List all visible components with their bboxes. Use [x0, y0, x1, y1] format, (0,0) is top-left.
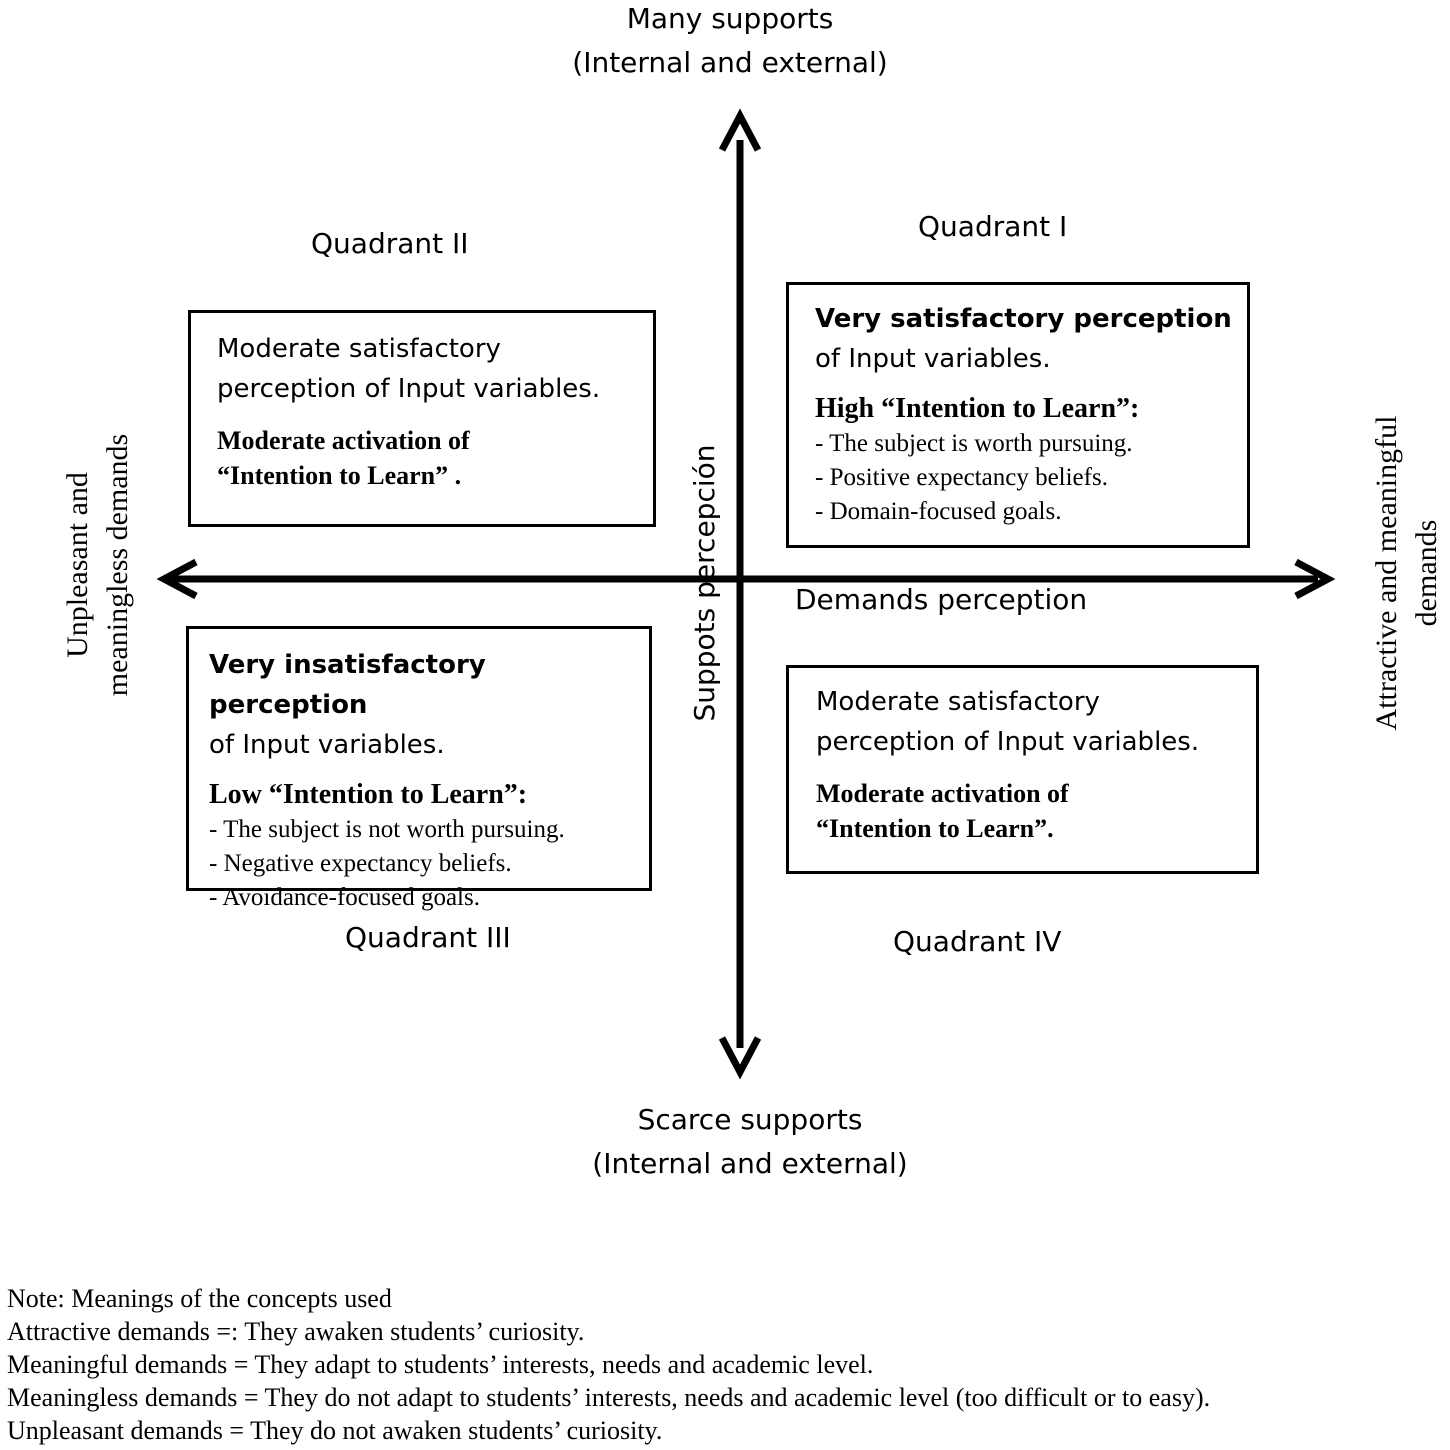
right-axis-line1: Attractive and meaningful [1370, 415, 1403, 731]
top-axis-line2: (Internal and external) [572, 46, 888, 79]
note-line-3: Meaningful demands = They adapt to stude… [7, 1350, 874, 1379]
arrow-right-icon [1294, 558, 1336, 600]
quadrant-iii-box: Very insatisfactory perception of Input … [186, 626, 652, 911]
left-axis-label: Unpleasant and meaningless demands [58, 365, 138, 765]
q2-line1: Moderate satisfactory [217, 334, 501, 364]
q4-line2: perception of Input variables. [816, 727, 1200, 757]
q2-heading-1: Moderate activation of [217, 426, 470, 455]
q3-item-1: - The subject is not worth pursuing. [209, 816, 565, 843]
quadrant-iii-label: Quadrant III [345, 921, 511, 954]
quadrant-iv-box: Moderate satisfactory perception of Inpu… [786, 665, 1259, 874]
quadrant-ii-box: Moderate satisfactory perception of Inpu… [188, 310, 656, 527]
q3-item-2: - Negative expectancy beliefs. [209, 850, 512, 877]
notes: Note: Meanings of the concepts used Attr… [7, 1282, 1447, 1447]
note-line-5: Unpleasant demands = They do not awaken … [7, 1416, 663, 1445]
arrow-left-icon [156, 558, 198, 600]
right-axis-label: Attractive and meaningful demands [1367, 353, 1447, 793]
q1-item-3: - Domain-focused goals. [815, 498, 1062, 525]
note-line-1: Note: Meanings of the concepts used [7, 1284, 392, 1313]
q1-line1: Very satisfactory perception [815, 304, 1232, 334]
quadrant-ii-label: Quadrant II [311, 227, 469, 260]
top-axis-line1: Many supports [626, 2, 834, 35]
left-axis-line2: meaningless demands [101, 433, 134, 697]
quadrant-i-label: Quadrant I [918, 210, 1068, 243]
q2-heading-2: “Intention to Learn” . [217, 461, 462, 490]
bottom-axis-label: Scarce supports (Internal and external) [550, 1098, 950, 1186]
q3-heading: Low “Intention to Learn”: [209, 779, 528, 810]
q4-heading-2: “Intention to Learn”. [816, 814, 1054, 843]
q3-line2: of Input variables. [209, 730, 445, 760]
quadrant-iv-label: Quadrant IV [893, 925, 1062, 958]
q4-heading-1: Moderate activation of [816, 779, 1069, 808]
note-line-2: Attractive demands =: They awaken studen… [7, 1317, 585, 1346]
q1-item-2: - Positive expectancy beliefs. [815, 464, 1108, 491]
top-axis-label: Many supports (Internal and external) [530, 0, 930, 85]
supports-perception-label: Suppots percepción [688, 444, 721, 722]
q4-line1: Moderate satisfactory [816, 687, 1100, 717]
arrow-up-icon [718, 108, 762, 152]
q2-line2: perception of Input variables. [217, 374, 601, 404]
right-axis-line2: demands [1410, 519, 1443, 627]
q3-line1: Very insatisfactory perception [209, 650, 486, 720]
demands-perception-label: Demands perception [795, 583, 1088, 616]
bottom-axis-line1: Scarce supports [637, 1103, 863, 1136]
quadrant-i-box: Very satisfactory perception of Input va… [786, 282, 1250, 548]
q1-heading: High “Intention to Learn”: [815, 393, 1140, 424]
note-line-4: Meaningless demands = They do not adapt … [7, 1383, 1211, 1412]
bottom-axis-line2: (Internal and external) [592, 1147, 908, 1180]
q1-line2: of Input variables. [815, 344, 1051, 374]
arrow-down-icon [718, 1036, 762, 1080]
left-axis-line1: Unpleasant and [61, 472, 94, 658]
q3-item-3: - Avoidance-focused goals. [209, 884, 480, 911]
q1-item-1: - The subject is worth pursuing. [815, 430, 1133, 457]
